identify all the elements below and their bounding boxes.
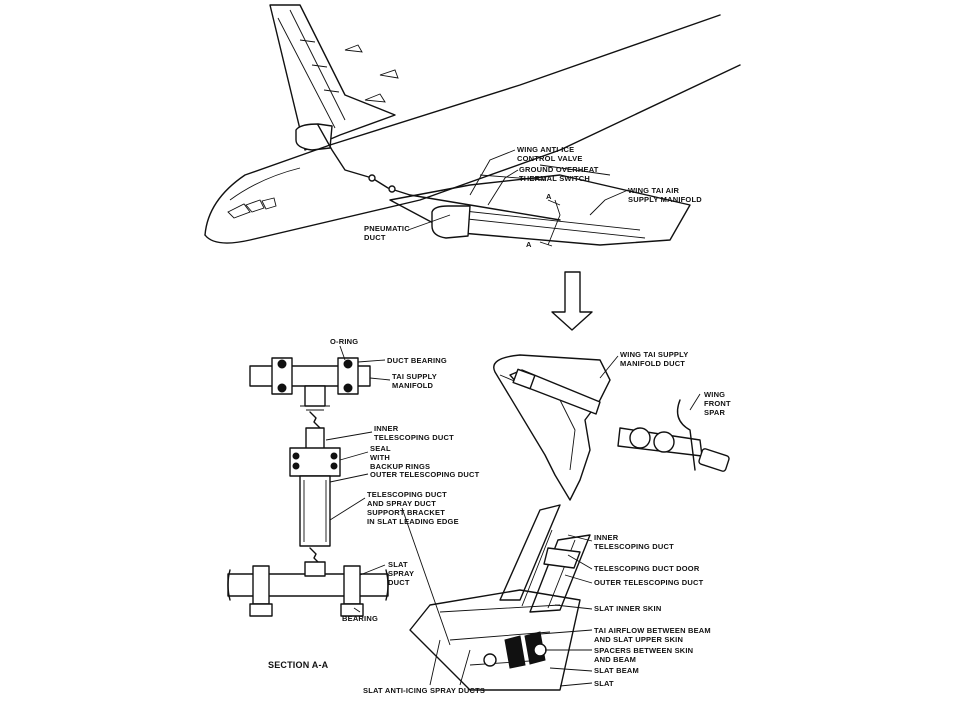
label-wing-tai-air-supply-manifold: WING TAI AIR SUPPLY MANIFOLD xyxy=(628,186,702,204)
label-tai-airflow: TAI AIRFLOW BETWEEN BEAM AND SLAT UPPER … xyxy=(594,626,711,644)
label-slat-beam: SLAT BEAM xyxy=(594,666,639,675)
label-section-marker-a-upper: A xyxy=(546,192,552,201)
label-seal-with-backup-rings: SEAL WITH BACKUP RINGS xyxy=(370,444,431,471)
near-wing xyxy=(389,174,691,246)
fuselage-bottom xyxy=(204,64,741,244)
slat-detail-drawing xyxy=(409,354,730,691)
near-engine xyxy=(431,205,471,239)
cockpit-windows xyxy=(227,197,277,219)
section-a-a-drawing xyxy=(227,345,451,646)
label-outer-telescoping-duct-right: OUTER TELESCOPING DUCT xyxy=(594,578,704,587)
label-spacers: SPACERS BETWEEN SKIN AND BEAM xyxy=(594,646,694,664)
label-inner-telescoping-duct-left: INNER TELESCOPING DUCT xyxy=(374,424,454,442)
label-bearing: BEARING xyxy=(342,614,378,623)
label-inner-telescoping-duct-right: INNER TELESCOPING DUCT xyxy=(594,533,674,551)
label-outer-telescoping-duct-left: OUTER TELESCOPING DUCT xyxy=(370,470,480,479)
label-wing-tai-supply-manifold-duct: WING TAI SUPPLY MANIFOLD DUCT xyxy=(620,350,689,368)
label-slat: SLAT xyxy=(594,679,614,688)
fuselage-top xyxy=(204,14,721,236)
label-slat-anti-icing-spray-ducts: SLAT ANTI-ICING SPRAY DUCTS xyxy=(363,686,486,695)
far-engine xyxy=(295,123,333,151)
label-wing-anti-ice-control-valve: WING ANTI-ICE CONTROL VALVE xyxy=(517,145,583,163)
tai-duct-route xyxy=(317,124,561,221)
label-wing-front-spar: WING FRONT SPAR xyxy=(704,390,731,417)
label-o-ring: O-RING xyxy=(330,337,359,346)
label-telescoping-duct-door: TELESCOPING DUCT DOOR xyxy=(594,564,700,573)
label-tai-supply-manifold: TAI SUPPLY MANIFOLD xyxy=(392,372,437,390)
label-ground-overheat-thermal-switch: GROUND OVERHEAT THERMAL SWITCH xyxy=(519,165,599,183)
label-slat-inner-skin: SLAT INNER SKIN xyxy=(594,604,662,613)
label-slat-spray-duct: SLAT SPRAY DUCT xyxy=(388,560,415,587)
label-section-a-a: SECTION A-A xyxy=(268,660,329,670)
down-arrow-icon xyxy=(551,271,593,331)
far-wing xyxy=(269,4,396,151)
label-section-marker-a-lower: A xyxy=(526,240,532,249)
aircraft-illustration xyxy=(204,4,741,247)
slat-body xyxy=(409,589,581,691)
label-duct-bearing: DUCT BEARING xyxy=(387,356,447,365)
label-support-bracket: TELESCOPING DUCT AND SPRAY DUCT SUPPORT … xyxy=(367,490,459,526)
label-pneumatic-duct: PNEUMATIC DUCT xyxy=(364,224,410,242)
